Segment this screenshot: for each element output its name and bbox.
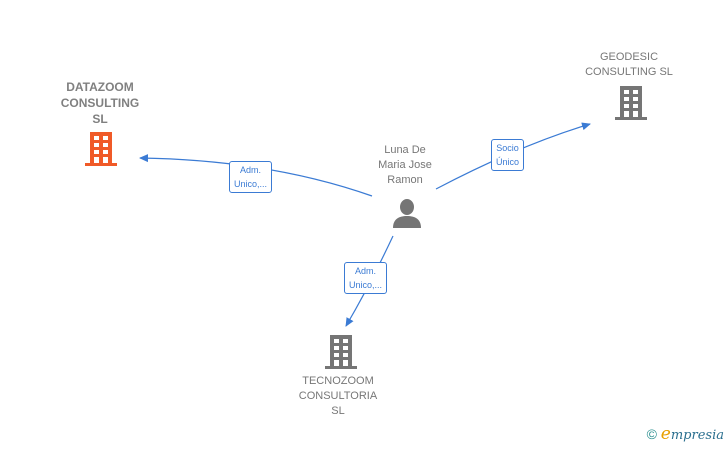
line: GEODESIC <box>599 51 659 63</box>
line: SL <box>92 112 108 126</box>
line: CONSULTING <box>60 96 140 110</box>
building-icon[interactable] <box>325 335 357 369</box>
line: Socio <box>496 143 519 153</box>
line: TECNOZOOM <box>302 375 374 387</box>
line: CONSULTORIA <box>298 390 378 402</box>
line: Unico,... <box>234 179 268 189</box>
footer-brand: © empresia <box>647 424 724 444</box>
line: Luna De <box>384 144 426 156</box>
node-label-geodesic[interactable]: GEODESIC CONSULTING SL <box>569 50 689 80</box>
building-icon[interactable] <box>85 132 117 166</box>
line: Maria Jose <box>378 159 432 171</box>
building-icon[interactable] <box>615 86 647 120</box>
node-label-datazoom[interactable]: DATAZOOM CONSULTING SL <box>40 79 160 127</box>
line: SL <box>331 405 345 417</box>
edge-label-to-geodesic[interactable]: Socio Único <box>491 139 525 171</box>
edge-label-to-datazoom[interactable]: Adm. Unico,... <box>229 161 273 193</box>
node-label-person[interactable]: Luna De Maria Jose Ramon <box>345 143 465 188</box>
line: DATAZOOM <box>66 80 134 94</box>
person-icon[interactable] <box>392 198 422 228</box>
line: Adm. <box>355 266 377 276</box>
line: CONSULTING SL <box>585 66 673 78</box>
line: Adm. <box>240 165 262 175</box>
node-label-tecnozoom[interactable]: TECNOZOOM CONSULTORIA SL <box>278 374 398 419</box>
edge-label-to-tecnozoom[interactable]: Adm. Unico,... <box>344 262 388 294</box>
line: Unico,... <box>349 280 383 290</box>
line: Ramon <box>387 174 423 186</box>
line: Único <box>496 157 520 167</box>
copyright-icon: © <box>646 426 657 442</box>
brand-logo[interactable]: empresia <box>660 424 724 444</box>
